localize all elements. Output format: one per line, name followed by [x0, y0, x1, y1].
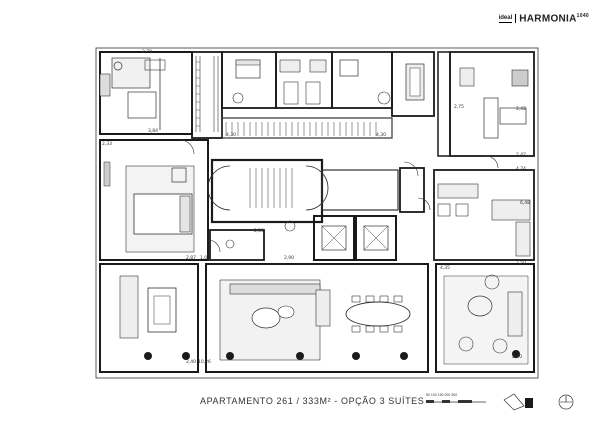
elevator-2 [355, 215, 397, 261]
kitchen-room [433, 169, 535, 261]
dim-label: 2,47 [516, 152, 526, 158]
orientation-icon [503, 393, 533, 411]
dim-label: 4,30 [376, 132, 386, 138]
dim-label: 2,40 [186, 359, 196, 365]
dim-label: 6,48 [520, 200, 530, 206]
plan-frame [95, 47, 539, 379]
powder-room [209, 229, 265, 261]
logo-ideal: ideal [498, 14, 513, 23]
dining-table [345, 301, 411, 327]
dim-label: 7,50 [516, 260, 526, 266]
tv-room [391, 51, 435, 117]
dim-label: 4,74 [516, 166, 526, 172]
dim-label: 2,90 [284, 255, 294, 261]
dim-label: 2,50 [254, 228, 264, 234]
dim-label: 2,87 [186, 255, 196, 261]
maid-bed [499, 107, 527, 125]
service-area [449, 51, 535, 157]
scale-labels: 50 100 150 200 300 [426, 393, 458, 397]
dim-label: 2,75 [454, 104, 464, 110]
master-suite-room [99, 139, 209, 261]
logo-name: HARMONIA1040 [519, 13, 589, 25]
dim-label: 4,35 [440, 265, 450, 271]
dim-label: 3,84 [148, 128, 158, 134]
office-desk [147, 287, 177, 333]
living-sofa [229, 283, 321, 295]
dim-label: 2,90 [512, 354, 522, 360]
compass-icon [558, 394, 574, 410]
corridor-wardrobes [221, 117, 393, 139]
office-room [99, 263, 199, 373]
dim-label: 2,70 [142, 49, 152, 55]
balcony [435, 263, 535, 373]
logo-divider [515, 14, 517, 24]
dim-label: 4,30 [226, 132, 236, 138]
living-room [205, 263, 429, 373]
elevator-1 [313, 215, 355, 261]
dim-label: 2,33 [102, 141, 112, 147]
closet-1 [191, 51, 223, 139]
dim-label: 10,26 [198, 359, 211, 365]
plan-caption: APARTAMENTO 261 / 333M² - OPÇÃO 3 SUÍTES [200, 396, 425, 406]
dim-label: 2,42 [516, 106, 526, 112]
bed-3 [339, 59, 359, 77]
kitchen-counter [437, 183, 479, 199]
brand-logo: ideal HARMONIA1040 [498, 13, 589, 25]
dim-label: 1,00 [200, 255, 210, 261]
vanity [99, 73, 111, 97]
office-sofa [119, 275, 139, 339]
scale-bar [426, 400, 486, 403]
shower-box [127, 91, 157, 119]
shower-area [111, 57, 151, 89]
stair-core [210, 158, 324, 224]
toilet-icon [113, 61, 123, 71]
